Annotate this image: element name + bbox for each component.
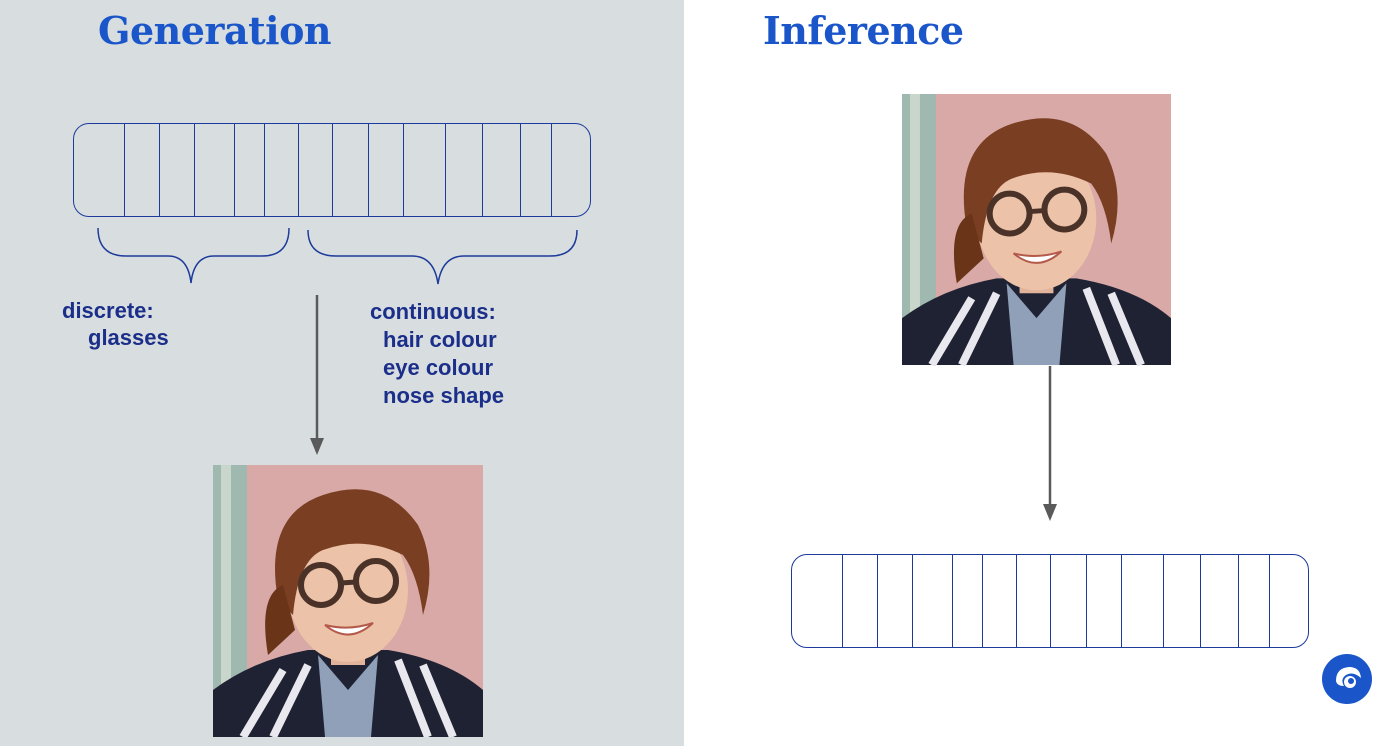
latent-cell-divider [952, 555, 953, 647]
latent-cell-divider [368, 124, 369, 216]
latent-cell-divider [982, 555, 983, 647]
latent-cell-divider [1269, 555, 1270, 647]
latent-cell-divider [1163, 555, 1164, 647]
latent-cell-divider [445, 124, 446, 216]
portrait-photo-icon [213, 465, 483, 737]
continuous-brace [307, 229, 578, 285]
latent-cell-divider [1121, 555, 1122, 647]
generation-arrow [310, 295, 324, 455]
latent-cell-divider [877, 555, 878, 647]
latent-cell-divider [403, 124, 404, 216]
discrete-item-glasses: glasses [88, 325, 169, 350]
inference-arrow [1043, 366, 1057, 521]
latent-cell-divider [159, 124, 160, 216]
latent-cell-divider [234, 124, 235, 216]
latent-cell-divider [298, 124, 299, 216]
latent-cell-divider [1238, 555, 1239, 647]
latent-cell-divider [842, 555, 843, 647]
portrait-photo-icon [902, 94, 1171, 366]
latent-cell-divider [332, 124, 333, 216]
latent-cell-divider [551, 124, 552, 216]
discrete-brace [97, 227, 290, 284]
continuous-item-nose-shape: nose shape [383, 383, 505, 408]
latent-cell-divider [264, 124, 265, 216]
discrete-label: discrete: [62, 298, 154, 323]
generation-latent-vector [73, 123, 591, 217]
generation-title: Generation [98, 8, 332, 53]
input-portrait-photo [902, 93, 1171, 366]
latent-cell-divider [124, 124, 125, 216]
latent-cell-divider [520, 124, 521, 216]
swirl-logo-icon [1322, 654, 1372, 704]
latent-cell-divider [1050, 555, 1051, 647]
inference-title: Inference [763, 8, 964, 53]
latent-cell-divider [482, 124, 483, 216]
latent-cell-divider [194, 124, 195, 216]
continuous-label: continuous: [370, 299, 496, 324]
latent-cell-divider [1086, 555, 1087, 647]
inference-latent-vector [791, 554, 1309, 648]
latent-cell-divider [1016, 555, 1017, 647]
generated-portrait-photo [213, 465, 483, 737]
latent-cell-divider [1200, 555, 1201, 647]
continuous-item-hair-colour: hair colour [383, 327, 497, 352]
continuous-item-eye-colour: eye colour [383, 355, 494, 380]
latent-cell-divider [912, 555, 913, 647]
